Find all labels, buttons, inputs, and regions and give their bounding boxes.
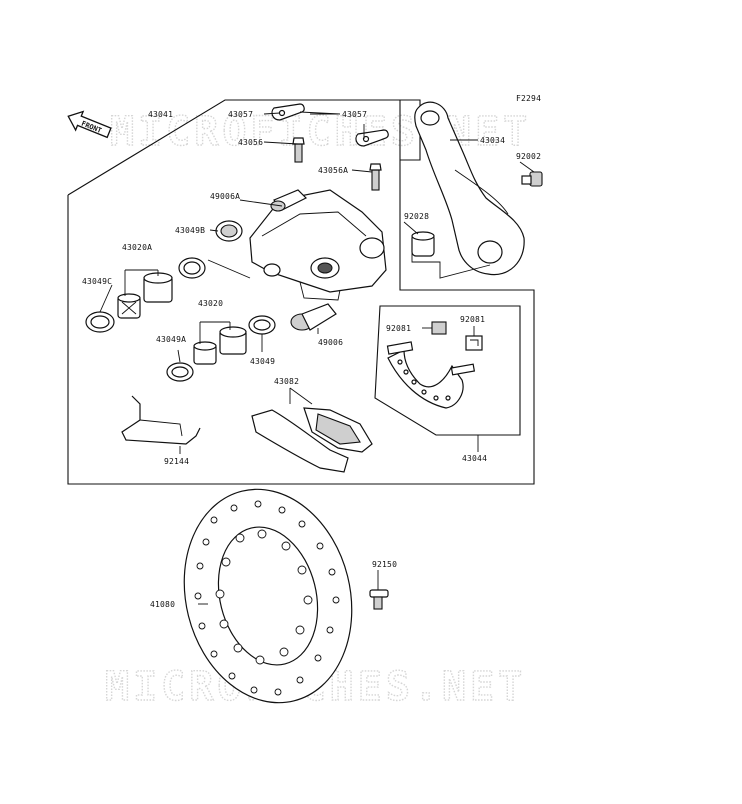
seal-ring-upper: [178, 257, 206, 279]
front-label: FRONT: [80, 120, 103, 135]
label-92002: 92002: [516, 152, 541, 161]
label-41080: 41080: [150, 600, 175, 609]
piston-43020-large: [219, 326, 247, 355]
label-43056A: 43056A: [318, 166, 348, 175]
label-43020A: 43020A: [122, 243, 152, 252]
label-49006: 49006: [318, 338, 343, 347]
label-92081-right: 92081: [460, 315, 485, 324]
piston-43020A-large: [143, 272, 173, 303]
label-43056: 43056: [238, 138, 263, 147]
label-43049: 43049: [250, 357, 275, 366]
clip-92081-right: [465, 335, 483, 351]
brake-pad-set: [251, 407, 373, 473]
label-43057-right: 43057: [342, 110, 367, 119]
slide-pin-49006: [290, 303, 337, 331]
figure-code: F2294: [516, 94, 541, 103]
caliper-bracket: [414, 101, 525, 276]
slide-pin-49006A: [270, 189, 308, 212]
label-43049C: 43049C: [82, 277, 112, 286]
brake-disc: [183, 488, 353, 704]
bleeder-valve-43056: [292, 137, 305, 163]
watermark-top: MICROFICHES.NET: [110, 109, 531, 155]
piston-43020-small: [193, 341, 217, 365]
label-92150: 92150: [372, 560, 397, 569]
label-43082: 43082: [274, 377, 299, 386]
bolt-92002: [521, 171, 543, 187]
label-92081-left: 92081: [386, 324, 411, 333]
label-43057-left: 43057: [228, 110, 253, 119]
seal-43049C: [85, 311, 115, 333]
bleeder-valve-43056A: [369, 163, 382, 191]
pad-holder: [386, 341, 476, 409]
seal-43049: [248, 315, 276, 335]
caliper-body: [249, 189, 387, 301]
label-43041: 43041: [148, 110, 173, 119]
pad-spring: [121, 395, 201, 445]
clip-92081-left: [431, 321, 447, 335]
front-arrow-icon: FRONT: [67, 110, 112, 139]
disc-bolt: [369, 589, 389, 610]
seal-43049A: [166, 362, 194, 382]
label-43044: 43044: [462, 454, 487, 463]
caliper-assembly-frame: [67, 99, 535, 485]
leader-lines: [99, 111, 535, 605]
label-92144: 92144: [164, 457, 189, 466]
sleeve-92028: [411, 231, 435, 257]
label-43034: 43034: [480, 136, 505, 145]
part-labels: 43041 43057 43057 43056 43056A 43034 920…: [82, 110, 541, 609]
dust-boot-43049B: [215, 220, 243, 242]
label-49006A: 49006A: [210, 192, 240, 201]
label-43049B: 43049B: [175, 226, 205, 235]
label-92028: 92028: [404, 212, 429, 221]
pad-holder-frame: [374, 305, 521, 436]
label-43020: 43020: [198, 299, 223, 308]
label-43049A: 43049A: [156, 335, 186, 344]
disc-holes: [194, 500, 340, 696]
piston-43020A-small: [117, 293, 141, 319]
